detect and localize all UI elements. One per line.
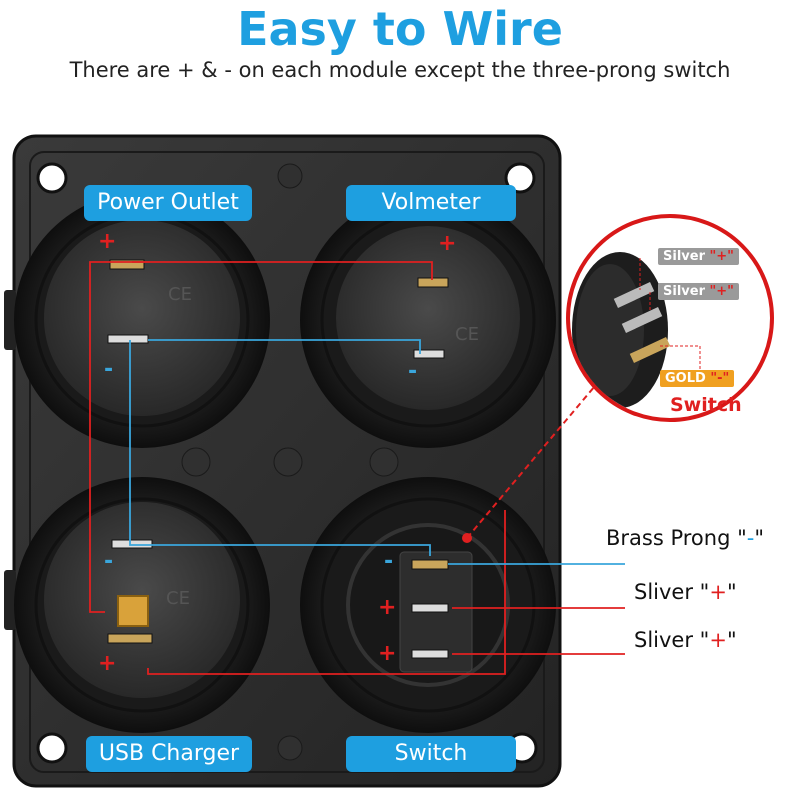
wire-positive — [147, 510, 506, 675]
inset-silver-1: Silver "+" — [658, 248, 739, 265]
svg-text:CE: CE — [166, 588, 190, 609]
minus-mark: - — [104, 357, 113, 382]
plus-mark: + — [378, 595, 396, 620]
plus-mark: + — [378, 641, 396, 666]
switch-label: Switch — [346, 736, 516, 772]
terminal-minus — [413, 349, 445, 359]
wire-positive — [132, 261, 433, 280]
sliver-callout-2: Sliver "+" — [634, 628, 737, 652]
mount-hole-icon — [36, 162, 68, 194]
terminal-brass — [411, 559, 449, 570]
inset-gold: GOLD "-" — [660, 370, 735, 387]
usb-charger-socket — [14, 477, 270, 733]
svg-text:CE: CE — [455, 324, 479, 345]
brass-prong-callout: Brass Prong "-" — [606, 526, 765, 550]
minus-mark: - — [104, 549, 113, 574]
minus-mark: - — [384, 549, 393, 574]
minus-mark: - — [408, 359, 417, 384]
voltmeter-label: Volmeter — [346, 185, 516, 221]
terminal-minus — [111, 539, 153, 549]
inset-silver-2: Silver "+" — [658, 283, 739, 300]
svg-text:CE: CE — [168, 284, 192, 305]
sliver-callout-1: Sliver "+" — [634, 580, 737, 604]
terminal-silver — [411, 603, 449, 613]
inset-switch-label: Switch — [670, 394, 742, 416]
page-title: Easy to Wire — [237, 2, 563, 56]
wire-negative — [148, 339, 421, 354]
voltmeter-socket — [300, 192, 556, 448]
terminal-plus — [107, 633, 153, 644]
plus-mark: + — [98, 651, 116, 676]
power-outlet-socket — [14, 192, 270, 448]
terminal-silver — [411, 649, 449, 659]
plus-mark: + — [438, 231, 456, 256]
terminal-minus — [107, 334, 149, 344]
mount-hole-icon — [36, 732, 68, 764]
page-subtitle: There are + & - on each module except th… — [69, 58, 731, 82]
terminal-plus — [417, 277, 449, 288]
power-outlet-label: Power Outlet — [84, 185, 252, 221]
usb-charger-label: USB Charger — [86, 736, 252, 772]
plus-mark: + — [98, 229, 116, 254]
wire-positive — [89, 261, 150, 613]
wire-negative — [129, 340, 431, 556]
terminal-plus — [109, 259, 145, 270]
